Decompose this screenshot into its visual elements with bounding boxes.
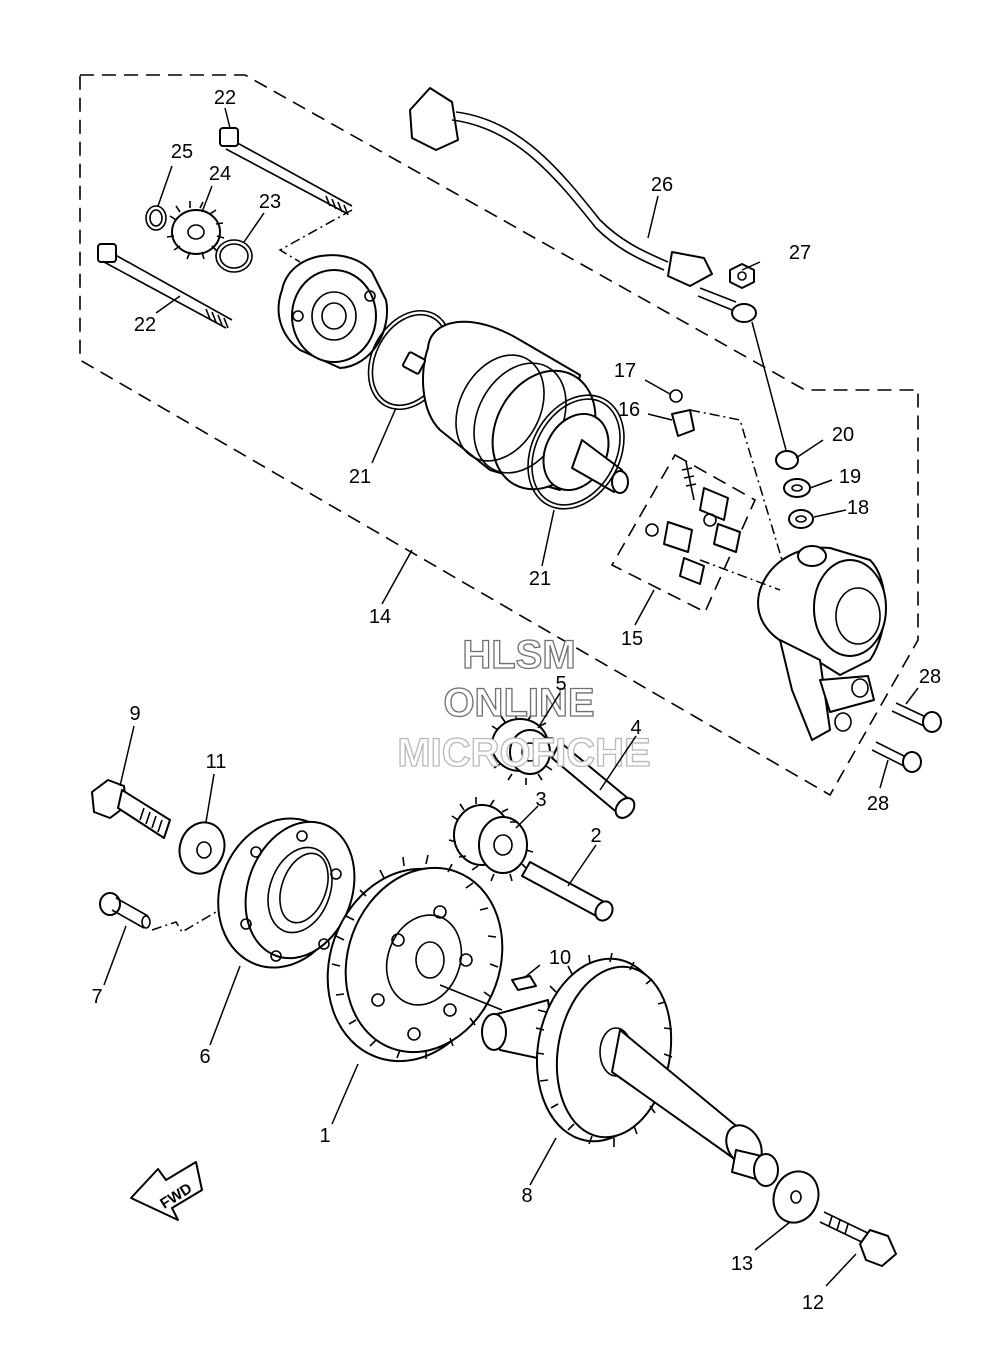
callout-4: 4 — [630, 717, 641, 739]
callout-14: 14 — [369, 606, 391, 628]
callout-16: 16 — [618, 399, 640, 421]
callout-1: 1 — [319, 1125, 330, 1147]
brush-holder-set — [645, 389, 741, 585]
starter-wheel-gear-1 — [326, 854, 504, 1063]
callout-28-lower: 28 — [867, 793, 889, 815]
callout-28-upper: 28 — [919, 666, 941, 688]
insulator-18 — [788, 509, 814, 529]
bolt-7 — [99, 892, 151, 929]
through-bolt-upper — [219, 127, 353, 216]
watermark: HLSM ONLINE MICROFICHE — [397, 632, 652, 775]
callout-17: 17 — [614, 360, 636, 382]
callout-7: 7 — [91, 986, 102, 1008]
callout-23: 23 — [259, 191, 281, 213]
forward-direction-badge: FWD — [130, 1161, 203, 1221]
washer-19 — [783, 478, 811, 498]
callout-3: 3 — [535, 789, 546, 811]
callout-11: 11 — [206, 751, 227, 773]
callout-25: 25 — [171, 141, 193, 163]
idler-gear-3 — [448, 797, 534, 882]
callout-15: 15 — [621, 628, 643, 650]
watermark-line-3: MICROFICHE — [397, 731, 650, 775]
cable-stud-line — [751, 321, 787, 451]
starter-rear-cover — [757, 545, 887, 741]
gear-shaft-8 — [481, 952, 779, 1187]
callout-26: 26 — [651, 174, 673, 196]
callout-21-upper: 21 — [349, 466, 371, 488]
callout-18: 18 — [847, 497, 869, 519]
o-ring-21-rear — [527, 394, 625, 510]
idler-gear-5 — [487, 711, 553, 785]
callout-9: 9 — [129, 703, 140, 725]
alignment-line-brush — [699, 559, 781, 591]
callout-6: 6 — [199, 1046, 210, 1068]
callout-22-upper: 22 — [214, 87, 236, 109]
brush-holder-boundary — [610, 453, 757, 614]
callout-labels: 22 25 24 23 22 26 27 17 16 20 19 18 21 2… — [91, 87, 941, 1314]
watermark-line-2: ONLINE — [443, 681, 594, 725]
bolt-7-alignment — [151, 911, 217, 934]
callout-27: 27 — [789, 242, 811, 264]
alignment-line-rear — [689, 409, 783, 561]
pinion-gear-24 — [166, 201, 225, 260]
callout-19: 19 — [839, 466, 861, 488]
callout-21-lower: 21 — [529, 568, 551, 590]
nut-20 — [775, 450, 799, 470]
starter-front-cover — [277, 254, 389, 369]
screw-28-upper — [891, 702, 942, 733]
washer-13 — [772, 1170, 820, 1224]
gear-1-alignment — [439, 984, 503, 1011]
nut-27 — [729, 263, 755, 289]
key-10 — [511, 975, 537, 991]
callout-10: 10 — [549, 947, 571, 969]
screw-28-lower — [871, 741, 922, 773]
starter-cable-26 — [409, 87, 757, 323]
callout-24: 24 — [209, 163, 231, 185]
circlip-25 — [145, 205, 167, 231]
callout-2: 2 — [590, 825, 601, 847]
shaft-2 — [521, 861, 614, 922]
callout-8: 8 — [521, 1185, 532, 1207]
washer-11 — [178, 821, 226, 875]
callout-13: 13 — [731, 1253, 753, 1275]
callout-5: 5 — [555, 673, 566, 695]
through-bolt-lower — [97, 243, 233, 329]
alignment-line-cover — [278, 209, 353, 263]
armature-shaft — [542, 412, 629, 494]
o-ring-23 — [215, 239, 253, 273]
bolt-9 — [91, 779, 171, 839]
starter-assembly-boundary — [79, 74, 919, 797]
leader-lines — [103, 107, 919, 1287]
bolt-12 — [819, 1211, 897, 1267]
callout-20: 20 — [832, 424, 854, 446]
watermark-line-1: HLSM — [462, 633, 575, 677]
callout-12: 12 — [802, 1292, 824, 1314]
starter-clutch-6 — [217, 817, 356, 969]
callout-22-lower: 22 — [134, 314, 156, 336]
